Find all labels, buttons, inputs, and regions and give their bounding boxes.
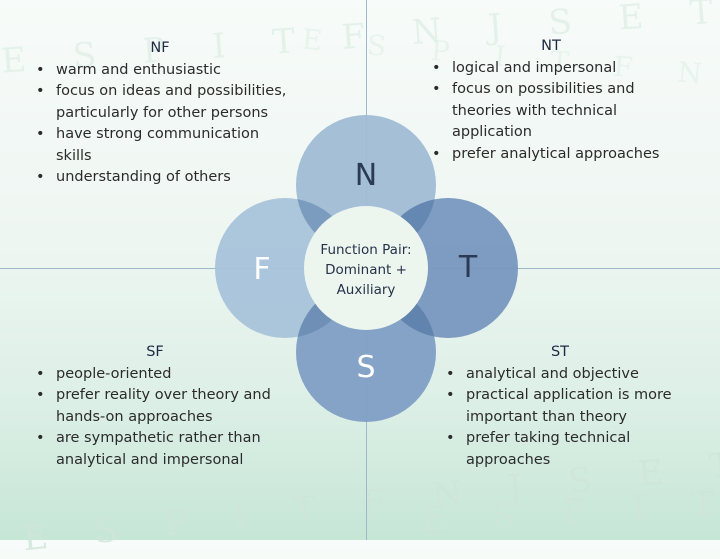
petal-label-f: F bbox=[253, 252, 271, 287]
quadrant-list: logical and impersonal focus on possibil… bbox=[426, 58, 676, 166]
quadrant-sf: SF people-oriented prefer reality over t… bbox=[30, 342, 280, 471]
list-item: prefer reality over theory and hands-on … bbox=[30, 385, 280, 428]
list-item: prefer analytical approaches bbox=[426, 144, 676, 166]
petal-label-n: N bbox=[354, 158, 378, 193]
quadrant-list: analytical and objective practical appli… bbox=[440, 364, 680, 472]
quadrant-title: NF bbox=[150, 40, 170, 56]
list-item: are sympathetic rather than analytical a… bbox=[30, 428, 280, 471]
list-item: have strong communication skills bbox=[30, 124, 290, 167]
quadrant-nt: NT logical and impersonal focus on possi… bbox=[426, 36, 676, 165]
list-item: prefer taking technical approaches bbox=[440, 428, 680, 471]
petal-label-s: S bbox=[356, 350, 376, 385]
quadrant-st: ST analytical and objective practical ap… bbox=[440, 342, 680, 471]
list-item: logical and impersonal bbox=[426, 58, 676, 80]
center-line-1: Function Pair: bbox=[320, 242, 412, 258]
quadrant-list: warm and enthusiastic focus on ideas and… bbox=[30, 60, 290, 189]
petal-diagram bbox=[215, 115, 518, 422]
list-item: analytical and objective bbox=[440, 364, 680, 386]
center-circle bbox=[304, 206, 428, 330]
center-label: Function Pair: Dominant + Auxiliary bbox=[306, 240, 426, 300]
list-item: warm and enthusiastic bbox=[30, 60, 290, 82]
list-item: practical application is more important … bbox=[440, 385, 680, 428]
quadrant-title: ST bbox=[550, 344, 570, 360]
list-item: focus on possibilities and theories with… bbox=[426, 79, 676, 144]
list-item: people-oriented bbox=[30, 364, 280, 386]
petal-label-t: T bbox=[458, 250, 478, 285]
quadrant-nf: NF warm and enthusiastic focus on ideas … bbox=[30, 38, 290, 189]
quadrant-title: SF bbox=[146, 344, 164, 360]
center-line-3: Auxiliary bbox=[336, 282, 396, 298]
quadrant-title: NT bbox=[541, 38, 561, 54]
list-item: focus on ideas and possibilities, partic… bbox=[30, 81, 290, 124]
center-line-2: Dominant + bbox=[325, 262, 407, 278]
list-item: understanding of others bbox=[30, 167, 290, 189]
quadrant-list: people-oriented prefer reality over theo… bbox=[30, 364, 280, 472]
